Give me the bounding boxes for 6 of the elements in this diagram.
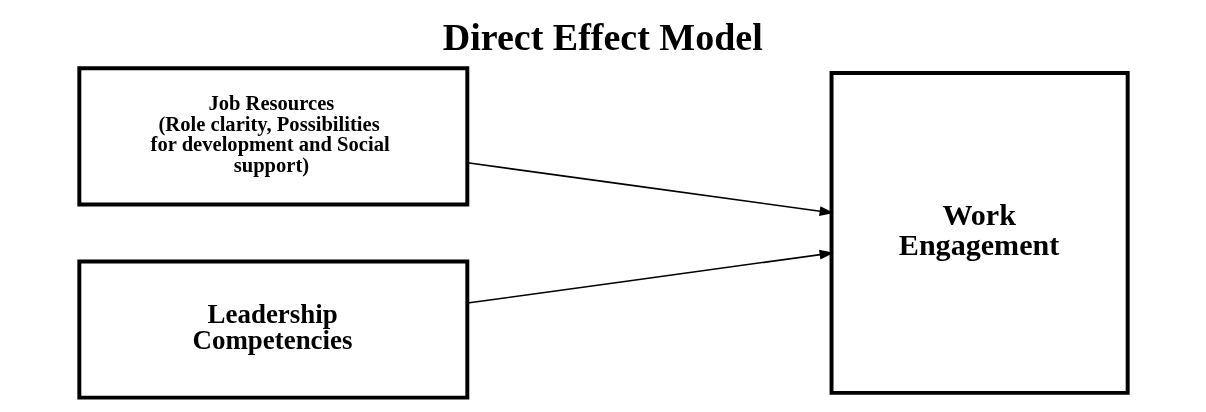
arrow: [466, 249, 834, 304]
node-box: Job Resources (Role clarity, Possibilities for development and Social support): [76, 66, 469, 207]
node-box: Leadership Competencies: [76, 259, 469, 400]
arrow: [466, 162, 834, 217]
node-box: Work Engagement: [829, 71, 1130, 395]
diagram-title: Direct Effect Model: [442, 15, 763, 58]
